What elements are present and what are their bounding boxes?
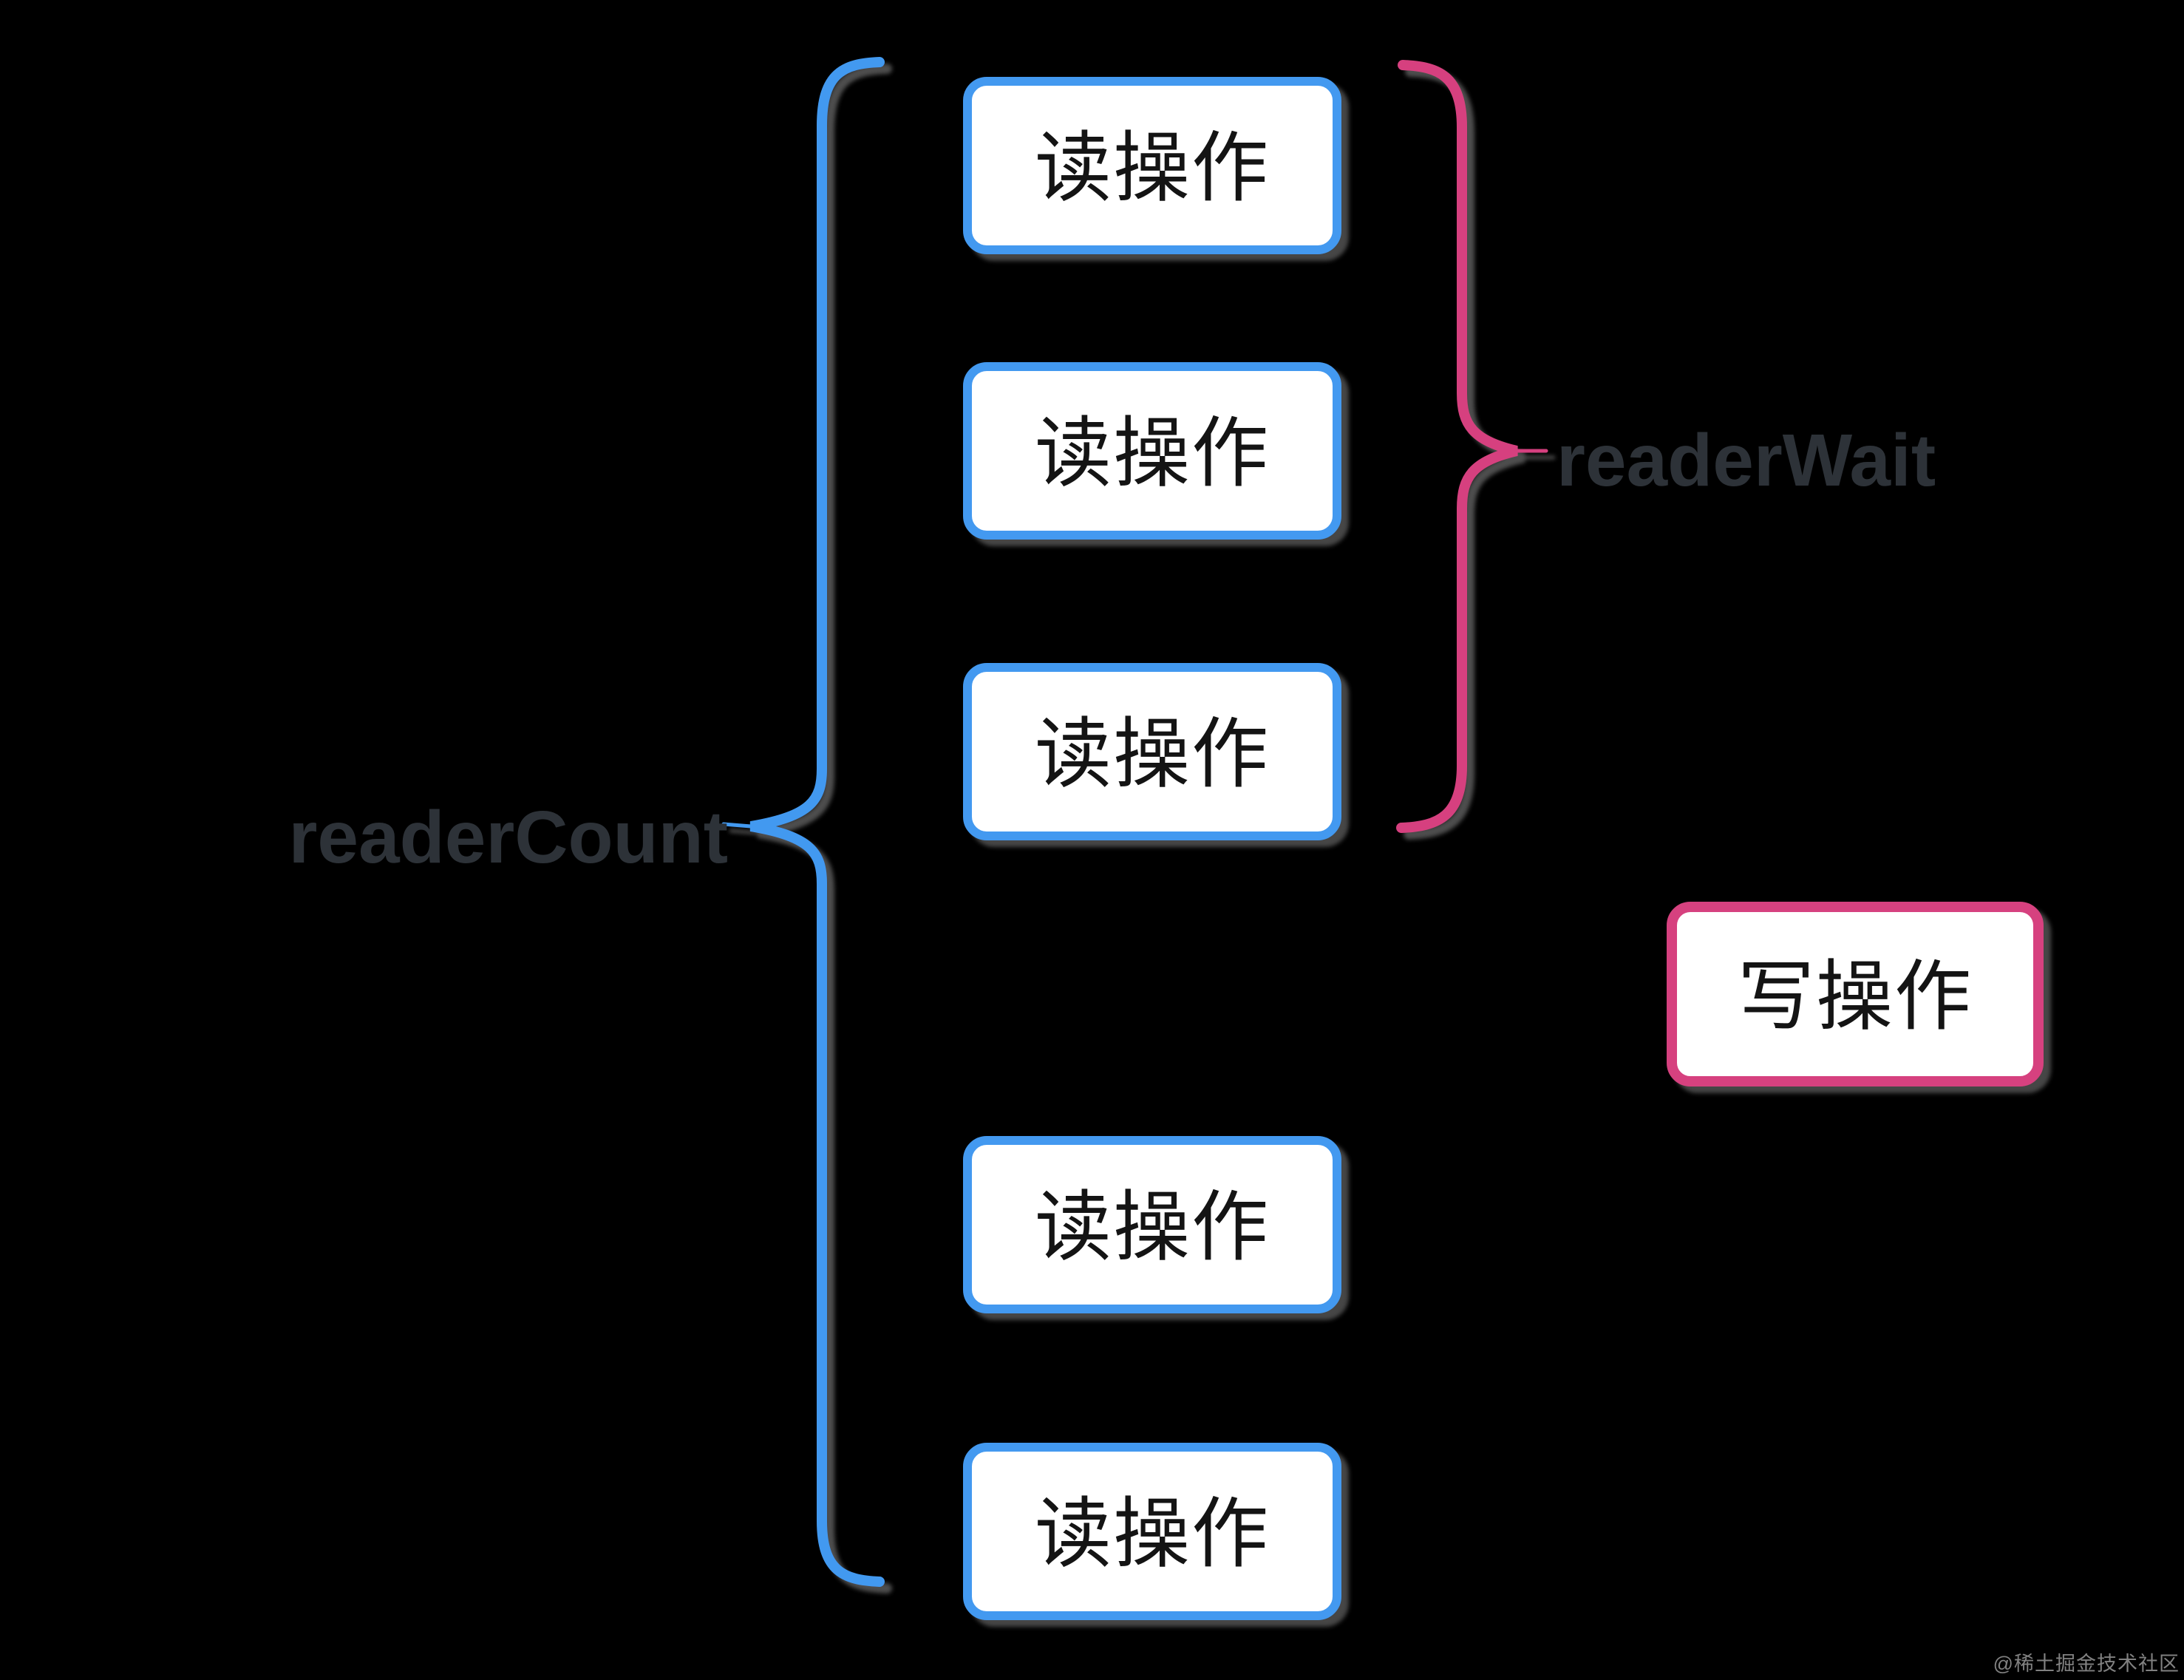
read-operation-box-4: 读操作: [963, 1136, 1341, 1313]
reader-count-brace: [721, 57, 885, 1587]
read-operation-label: 读操作: [1034, 1184, 1270, 1271]
read-operation-label: 读操作: [1034, 711, 1270, 798]
reader-wait-label: readerWait: [1557, 419, 1936, 502]
read-operation-label: 读操作: [1034, 1491, 1270, 1577]
write-operation-label: 写操作: [1737, 953, 1973, 1040]
reader-count-label: readerCount: [288, 796, 728, 879]
watermark: @稀土掘金技术社区: [1993, 1653, 2180, 1675]
read-operation-box-3: 读操作: [963, 663, 1341, 840]
reader-wait-brace: [1396, 60, 1548, 833]
read-operation-box-1: 读操作: [963, 77, 1341, 254]
write-operation-box: 写操作: [1667, 902, 2044, 1086]
read-operation-box-2: 读操作: [963, 362, 1341, 540]
read-operation-label: 读操作: [1034, 410, 1270, 497]
read-operation-box-5: 读操作: [963, 1443, 1341, 1620]
read-operation-label: 读操作: [1034, 125, 1270, 211]
